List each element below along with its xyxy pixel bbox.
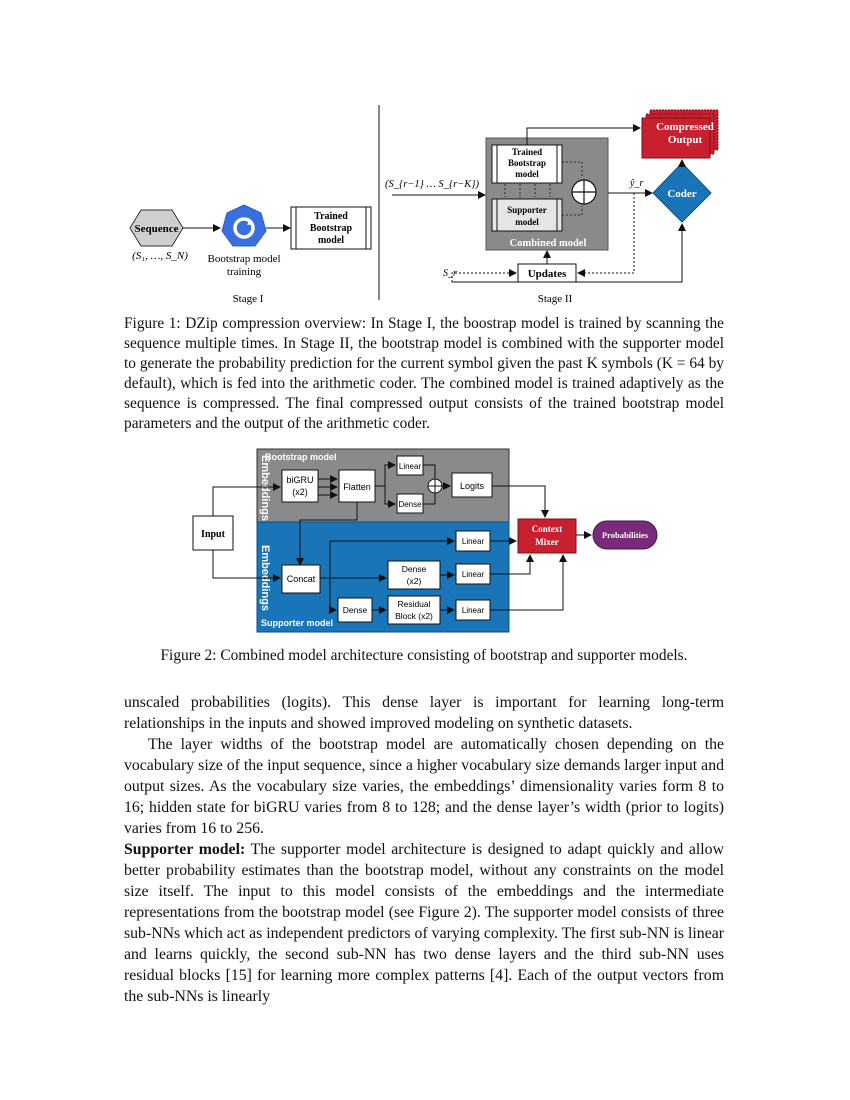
coder-label: Coder <box>667 188 696 200</box>
supporter-title: Supporter model <box>261 618 333 628</box>
coder-diamond <box>652 162 712 223</box>
supporter-linear3-label: Linear <box>462 606 485 615</box>
probabilities-label: Probabilities <box>602 530 649 540</box>
compressed-output <box>641 109 719 159</box>
residual-line1: Residual <box>397 599 430 609</box>
dense-x2-line1: Dense <box>402 564 427 574</box>
stage2-trained-2: Bootstrap <box>508 158 546 168</box>
bootstrap-linear-label: Linear <box>399 462 422 471</box>
paragraph-3: Supporter model: The supporter model arc… <box>124 839 724 1007</box>
input-box <box>192 515 234 551</box>
compressed-line1: Compressed <box>656 121 714 133</box>
stage2-label: Stage II <box>538 293 573 305</box>
supporter-line2: model <box>515 217 539 227</box>
sum-node-icon <box>427 478 443 494</box>
stage1-label: Stage I <box>233 293 264 305</box>
training-label-2: training <box>227 266 262 278</box>
stage2-trained-3: model <box>515 169 539 179</box>
trained-bootstrap-box-stage1 <box>290 206 372 250</box>
context-mixer-box <box>517 518 577 554</box>
paragraph-1: unscaled probabilities (logits). This de… <box>124 694 724 732</box>
trained-bootstrap-line2: Bootstrap <box>310 223 353 234</box>
trained-bootstrap-line1: Trained <box>314 211 348 222</box>
probabilities-pill <box>592 520 658 550</box>
figure-1-caption: Figure 1: DZip compression overview: In … <box>124 315 724 432</box>
input-label: Input <box>201 529 226 540</box>
body-text: unscaled probabilities (logits). This de… <box>124 692 724 1007</box>
bootstrap-dense-label: Dense <box>398 500 422 509</box>
concat-label: Concat <box>287 574 316 584</box>
updates-label: Updates <box>528 268 567 280</box>
paragraph-3-text: The supporter model architecture is desi… <box>124 841 724 1005</box>
figure-2: Bootstrap model Supporter model Embeddin… <box>192 448 658 633</box>
sequence-math: (S₁, …, S_N) <box>132 250 188 262</box>
logits-label: Logits <box>460 481 485 491</box>
supporter-heading: Supporter model: <box>124 841 246 858</box>
trained-bootstrap-line3: model <box>318 235 344 246</box>
supporter-dense-label: Dense <box>343 605 368 615</box>
flatten-label: Flatten <box>343 482 371 492</box>
embeddings-label-top: Embeddings <box>259 455 271 521</box>
combined-model-label: Combined model <box>510 238 587 249</box>
figure-2-caption: Figure 2: Combined model architecture co… <box>160 647 688 664</box>
training-label-1: Bootstrap model <box>207 253 280 265</box>
supporter-line1: Supporter <box>507 205 547 215</box>
paragraph-2: The layer widths of the bootstrap model … <box>124 736 724 837</box>
context-mixer-line1: Context <box>532 524 563 534</box>
context-mixer-line2: Mixer <box>535 537 558 547</box>
stage2-trained-1: Trained <box>512 147 542 157</box>
supporter-linear2-label: Linear <box>462 570 485 579</box>
sum-node-icon <box>571 179 597 205</box>
dense-x2-line2: (x2) <box>407 576 422 586</box>
sequence-label: Sequence <box>135 223 179 235</box>
supporter-linear1-label: Linear <box>462 537 485 546</box>
bootstrap-title: Bootstrap model <box>265 452 337 462</box>
compressed-line2: Output <box>668 134 703 146</box>
training-icon <box>221 204 267 247</box>
yhat-label: ŷ_r <box>629 178 643 189</box>
input-math: (S_{r−1} … S_{r−K}) <box>385 179 479 190</box>
figure-1: Sequence (S₁, …, S_N) Bootstrap model tr… <box>129 105 719 305</box>
bigru-line1: biGRU <box>286 475 313 485</box>
residual-line2: Block (x2) <box>395 611 433 621</box>
bigru-line2: (x2) <box>292 487 308 497</box>
sr-label: S_r <box>443 268 457 279</box>
